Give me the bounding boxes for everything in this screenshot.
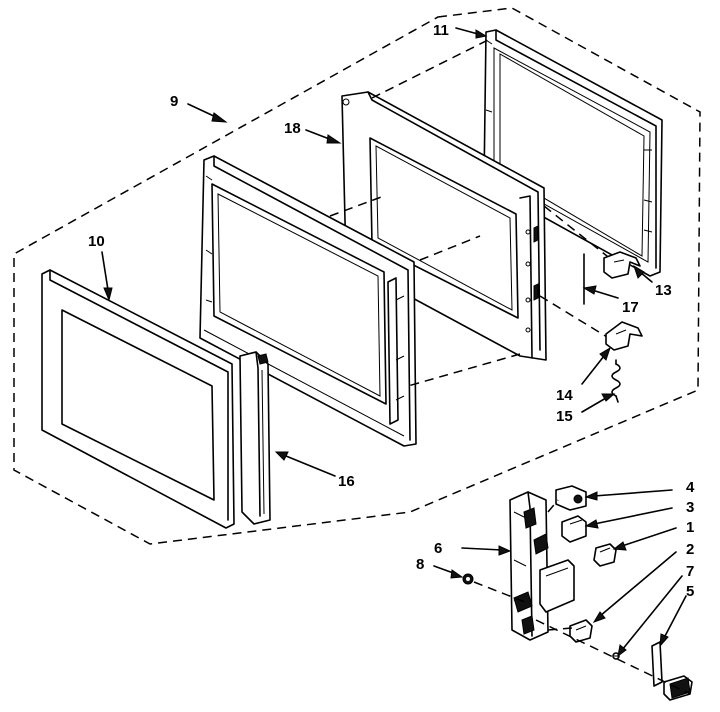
assembly-lines-frames [329, 39, 613, 387]
callout-4: 4 [686, 479, 695, 496]
leader-lines [101, 27, 687, 658]
part-18-choke-frame [341, 91, 547, 361]
part-14-lower-latch-hook [605, 321, 643, 351]
part-9-door-frame [199, 155, 417, 447]
part-6-switch-bracket [509, 491, 575, 641]
callout-13: 13 [655, 282, 672, 299]
part-8-nut [462, 573, 474, 585]
part-4-switch [555, 485, 587, 511]
callout-2: 2 [686, 541, 694, 558]
part-3-switch [561, 515, 587, 543]
part-1-switch [593, 543, 617, 567]
callout-6: 6 [434, 540, 442, 557]
callout-14: 14 [556, 387, 573, 404]
callout-9: 9 [170, 93, 178, 110]
callout-16: 16 [338, 473, 355, 490]
part-13-upper-latch-hook [603, 251, 641, 279]
part-7-screw [612, 652, 620, 660]
part-16-door-trim [239, 351, 271, 525]
assembly-lines-switches [473, 499, 691, 695]
assembly-boundary [13, 7, 701, 545]
callout-3: 3 [686, 499, 694, 516]
callout-8: 8 [416, 556, 424, 573]
callout-5: 5 [686, 583, 694, 600]
callout-7: 7 [686, 563, 694, 580]
callout-11: 11 [433, 22, 449, 39]
part-15-spring [611, 359, 621, 403]
callout-10: 10 [88, 233, 105, 250]
part-2-switch [569, 619, 593, 643]
callout-15: 15 [556, 408, 573, 425]
callout-1: 1 [686, 519, 694, 536]
callout-17: 17 [622, 299, 639, 316]
part-10-door-glass-panel [41, 269, 235, 529]
callouts: 11 9 18 10 13 17 14 15 16 4 3 1 6 2 8 7 … [88, 22, 695, 600]
callout-18: 18 [284, 120, 301, 137]
